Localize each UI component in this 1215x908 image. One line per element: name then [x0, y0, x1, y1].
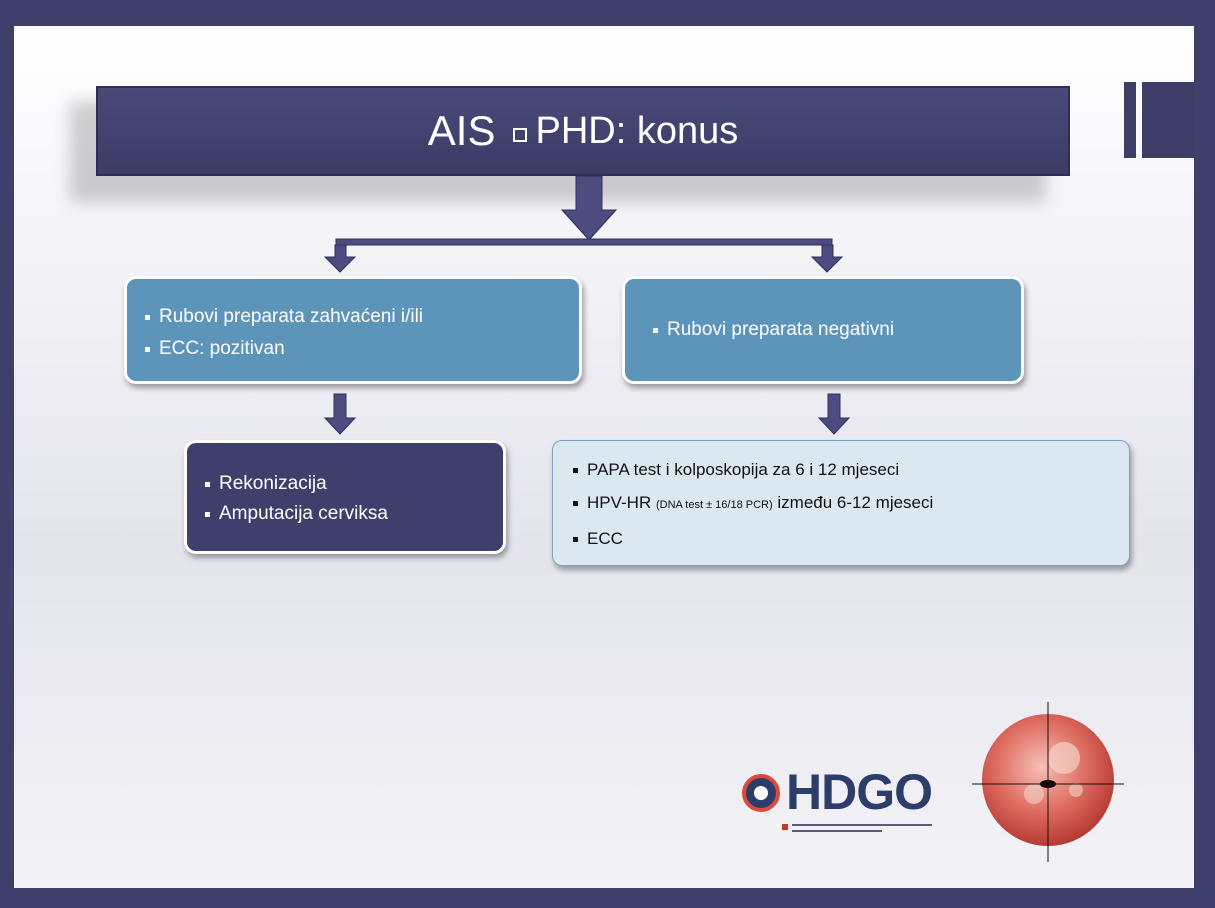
left-lower-arrow [323, 393, 357, 435]
left-branch-arrow [323, 244, 357, 273]
slide: AIS PHD: konus Rubovi preparata zahvaćen… [14, 26, 1194, 888]
list-item: ECC [571, 522, 1129, 555]
list-item: PAPA test i kolposkopija za 6 i 12 mjese… [571, 453, 1129, 486]
box-margins-positive: Rubovi preparata zahvaćeni i/ili ECC: po… [124, 276, 582, 384]
flow-arrows [323, 175, 851, 435]
decorative-bar-thin [1124, 82, 1136, 158]
right-lower-arrow [817, 393, 851, 435]
list-item: HPV-HR (DNA test ± 16/18 PCR) između 6-1… [571, 486, 1129, 522]
box-follow-up: PAPA test i kolposkopija za 6 i 12 mjese… [552, 440, 1130, 566]
list-item: Rubovi preparata negativni [651, 319, 894, 341]
list-item: Amputacija cerviksa [203, 499, 503, 529]
logo-name: HDGO [786, 764, 933, 820]
box-margins-negative: Rubovi preparata negativni [622, 276, 1024, 384]
main-down-arrow [560, 175, 618, 241]
list-item: Rekonizacija [203, 469, 503, 499]
hpv-hr-text: HPV-HR [587, 493, 652, 512]
right-branch-arrow [810, 244, 844, 273]
title-main: AIS [427, 107, 496, 154]
ecc-text: ECC [587, 529, 623, 548]
title-rest: PHD: konus [535, 109, 739, 152]
list-item: ECC: pozitivan [143, 333, 579, 365]
hpv-hr-detail: (DNA test ± 16/18 PCR) [655, 499, 773, 511]
papa-test-text: PAPA test i kolposkopija za 6 i 12 mjese… [587, 460, 900, 479]
hpv-hr-interval: između 6-12 mjeseci [777, 493, 934, 512]
cervix-quadrant-image [972, 702, 1124, 862]
title-box: AIS PHD: konus [96, 86, 1070, 176]
box-reconization: Rekonizacija Amputacija cerviksa [184, 440, 506, 554]
square-glyph-icon [513, 128, 528, 142]
logo-subtitle-lines [782, 824, 932, 838]
decorative-bar-wide [1142, 82, 1194, 158]
list-item: Rubovi preparata zahvaćeni i/ili [143, 301, 579, 333]
branch-bar [335, 238, 833, 246]
hdgo-emblem-icon [742, 774, 780, 812]
hdgo-logo: HDGO [742, 764, 942, 844]
